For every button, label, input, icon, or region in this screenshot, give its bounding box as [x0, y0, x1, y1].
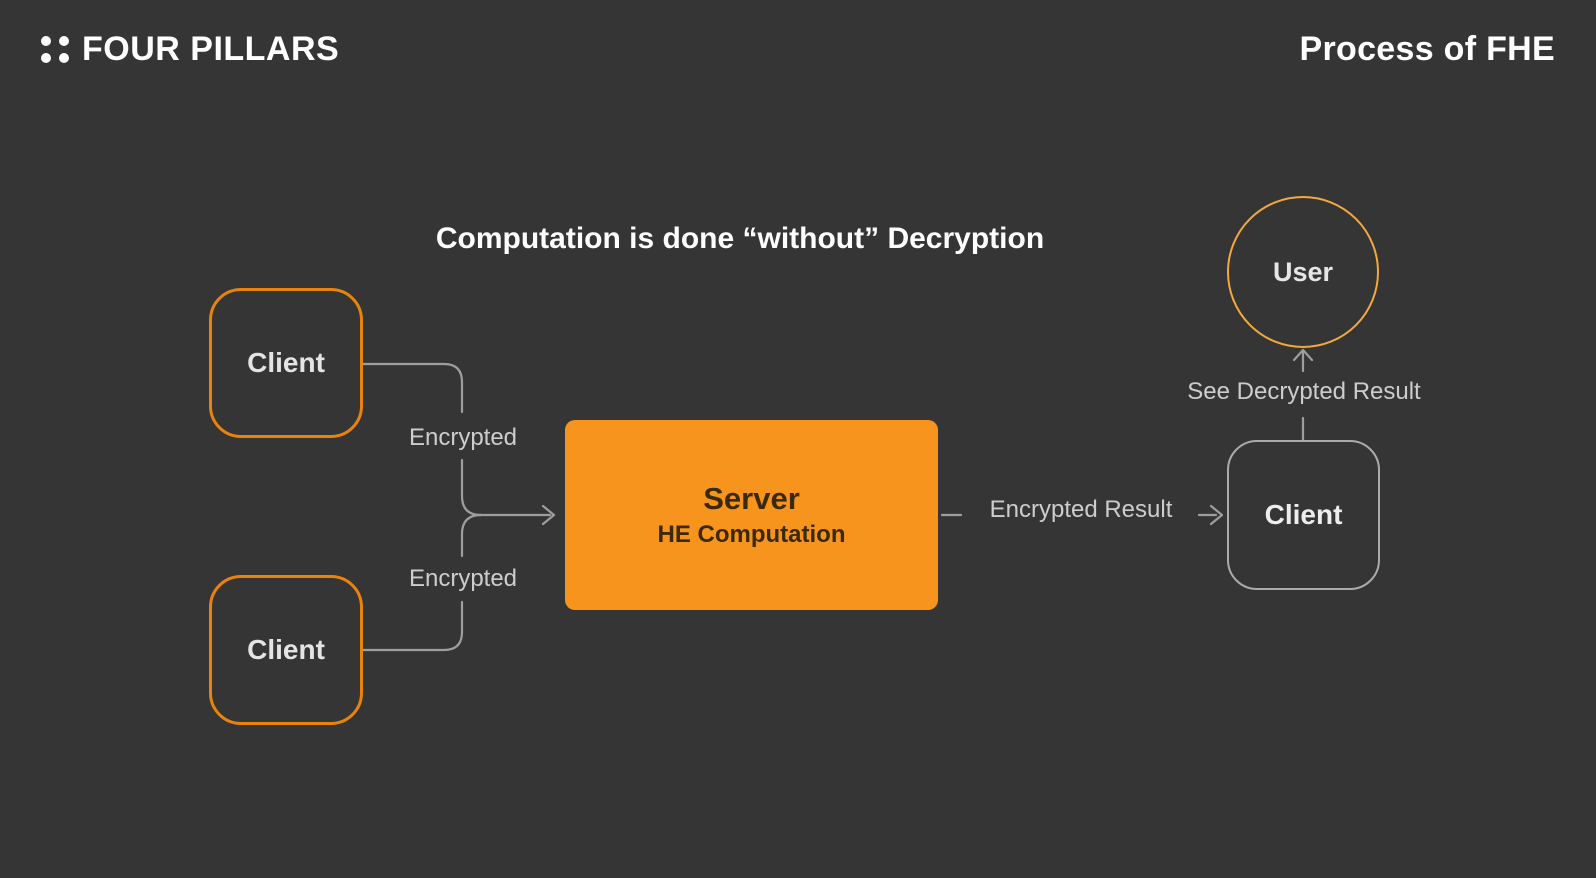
arrowhead-into-server-icon — [541, 504, 556, 526]
slide-title: Process of FHE — [1299, 30, 1555, 68]
edge-label-see-decrypted-result: See Decrypted Result — [1187, 378, 1421, 405]
edge-label-encrypted-result: Encrypted Result — [989, 496, 1173, 523]
edge-client-bottom-junction-merge — [460, 513, 483, 558]
four-dots-icon — [41, 36, 69, 63]
logo-dot — [41, 53, 51, 63]
server-title: Server — [703, 480, 800, 516]
client-right-label: Client — [1264, 499, 1343, 530]
user-label: User — [1272, 256, 1334, 287]
server-subtitle: HE Computation — [657, 521, 846, 548]
client-top-label: Client — [247, 347, 325, 378]
client-bottom-label: Client — [247, 634, 325, 665]
node-user: User — [1227, 196, 1379, 348]
node-client-top: Client — [209, 288, 363, 438]
edge-client-top-junction-merge — [460, 458, 483, 517]
diagram-heading: Computation is done “without” Decryption — [435, 222, 1045, 255]
node-client-right: Client — [1227, 440, 1380, 590]
logo-wordmark: FOUR PILLARS — [82, 30, 340, 68]
edge-client-bottom-to-junction — [361, 600, 464, 652]
node-server: Server HE Computation — [565, 420, 938, 610]
edge-label-encrypted-bottom: Encrypted — [408, 565, 518, 592]
arrowhead-into-client-right-icon — [1209, 504, 1224, 526]
four-pillars-logo: FOUR PILLARS — [41, 30, 339, 69]
logo-dot — [59, 53, 69, 63]
arrowhead-into-user-icon — [1292, 348, 1314, 362]
logo-dot — [41, 36, 51, 46]
edge-client-top-to-junction — [361, 362, 464, 414]
logo-dot — [59, 36, 69, 46]
node-client-bottom: Client — [209, 575, 363, 725]
edge-label-encrypted-top: Encrypted — [408, 424, 518, 451]
